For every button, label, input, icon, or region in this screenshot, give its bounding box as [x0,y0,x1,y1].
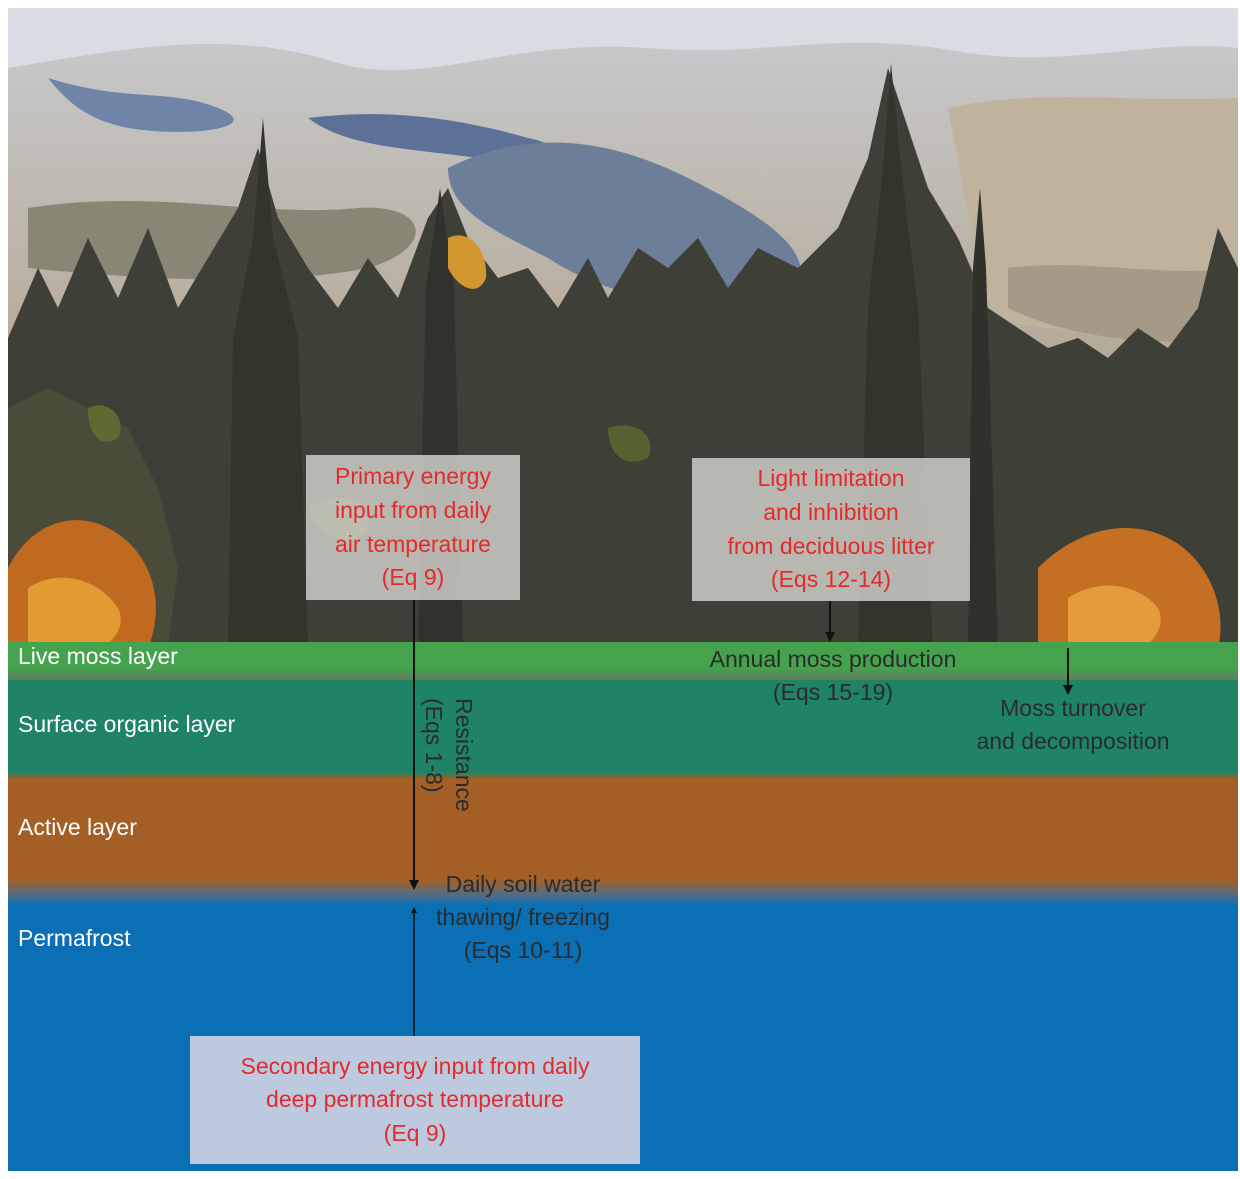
primary-energy-line-3: air temperature [335,530,491,557]
secondary-energy-box-bg [190,1036,640,1164]
secondary-energy-line-3: (Eq 9) [383,1119,447,1146]
annual-moss-line-2: (Eqs 15-19) [772,678,894,705]
primary-energy-line-4: (Eq 9) [381,564,445,591]
surface-organic-band [8,680,1238,776]
secondary-energy-line-2: deep permafrost temperature [266,1086,564,1113]
light-limitation-line-2: and inhibition [763,498,899,525]
annual-moss-line-1: Annual moss production [709,646,957,672]
annual-moss-production-label: Annual moss production (Eqs 15-19) [648,643,1018,708]
live-moss-band [8,642,1238,672]
surface-organic-layer-label: Surface organic layer [18,711,236,737]
light-limitation-line-4: (Eqs 12-14) [770,566,892,593]
soil-layer-diagram: Live moss layer Surface organic layer Ac… [8,8,1238,1171]
light-limitation-line-3: from deciduous litter [727,532,935,559]
primary-energy-line-2: input from daily [335,496,491,523]
soil-water-line-2: thawing/ freezing [436,904,610,931]
secondary-energy-line-1: Secondary energy input from daily [240,1052,590,1079]
moss-turnover-line-2: and decomposition [976,727,1170,754]
permafrost-layer-label: Permafrost [18,925,131,951]
light-limitation-box: Light limitation and inhibition from dec… [692,458,970,601]
resistance-line-1: Resistance [451,698,477,812]
soil-water-line-3: (Eqs 10-11) [463,937,583,964]
moss-turnover-label: Moss turnover and decomposition [938,692,1208,757]
live-moss-layer-label: Live moss layer [18,643,178,669]
active-permafrost-transition [8,880,1238,906]
secondary-energy-box: Secondary energy input from daily deep p… [190,1036,640,1164]
soil-water-line-1: Daily soil water [445,871,601,897]
primary-energy-box-bg [306,455,520,600]
soil-water-label: Daily soil water thawing/ freezing (Eqs … [408,868,638,967]
light-limitation-box-bg [692,458,970,601]
organic-active-transition [8,772,1238,780]
diagram-artwork [8,8,1238,1171]
resistance-line-2: (Eqs 1-8) [421,698,448,793]
moss-turnover-line-1: Moss turnover [1000,695,1146,721]
light-limitation-line-1: Light limitation [757,465,905,492]
primary-energy-line-1: Primary energy [335,463,491,490]
active-layer-band [8,778,1238,882]
resistance-label: Resistance (Eqs 1-8) [418,698,478,812]
primary-energy-box: Primary energy input from daily air temp… [306,455,520,600]
active-layer-label: Active layer [18,814,137,840]
